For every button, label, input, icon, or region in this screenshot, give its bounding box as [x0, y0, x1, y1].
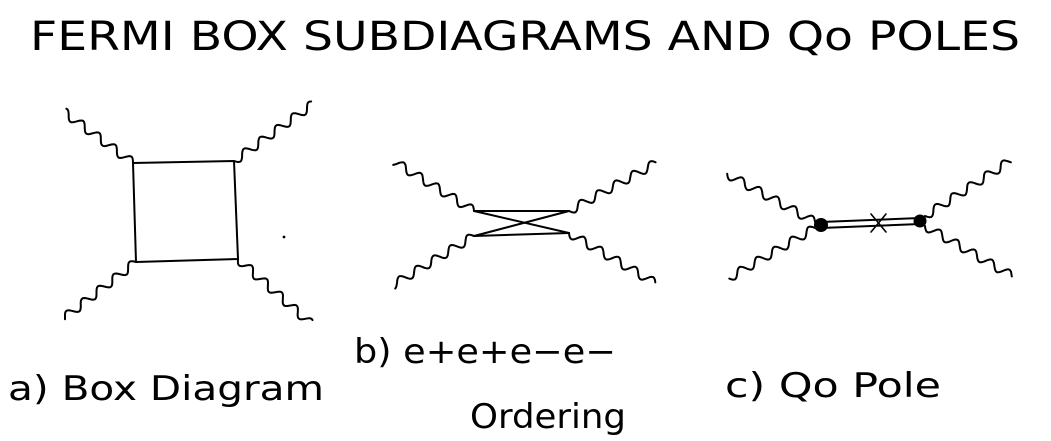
panel-a-box-diagram: a) Box Diagram	[8, 100, 324, 409]
photon-line	[728, 225, 816, 281]
crossed-fermion-line	[473, 210, 570, 234]
lower-fermion-line	[473, 232, 570, 237]
panel-b-caption-line1: b) e+e+e−e−	[354, 332, 616, 372]
photon-line	[568, 232, 657, 284]
box-loop	[132, 160, 239, 263]
panel-c-caption: c) Qo Pole	[725, 366, 941, 406]
photon-line	[924, 159, 1012, 219]
photon-line	[236, 258, 314, 322]
panel-b-caption-line2: Ordering	[470, 397, 626, 436]
photon-line	[726, 172, 816, 223]
photon-line	[568, 160, 657, 214]
pole-line-lower	[820, 223, 921, 229]
photon-line	[65, 107, 134, 164]
photon-line	[64, 260, 137, 321]
vertex-dot-right	[913, 214, 927, 228]
panel-c-qo-pole: c) Qo Pole	[725, 159, 1013, 406]
panel-a-caption: a) Box Diagram	[8, 369, 324, 409]
panel-b-ordering: b) e+e+e−e− Ordering	[354, 160, 657, 437]
crossed-fermion-line	[473, 210, 570, 237]
vertex-dot-left	[814, 218, 828, 232]
photon-line	[233, 100, 313, 163]
pole-line-upper	[820, 217, 921, 223]
dot	[282, 235, 286, 239]
photon-line	[924, 225, 1013, 278]
photon-line	[392, 161, 475, 212]
figure-title: FERMI BOX SUBDIAGRAMS AND Qo POLES	[30, 14, 1020, 60]
cross-mark	[870, 213, 887, 233]
photon-line	[394, 233, 475, 290]
